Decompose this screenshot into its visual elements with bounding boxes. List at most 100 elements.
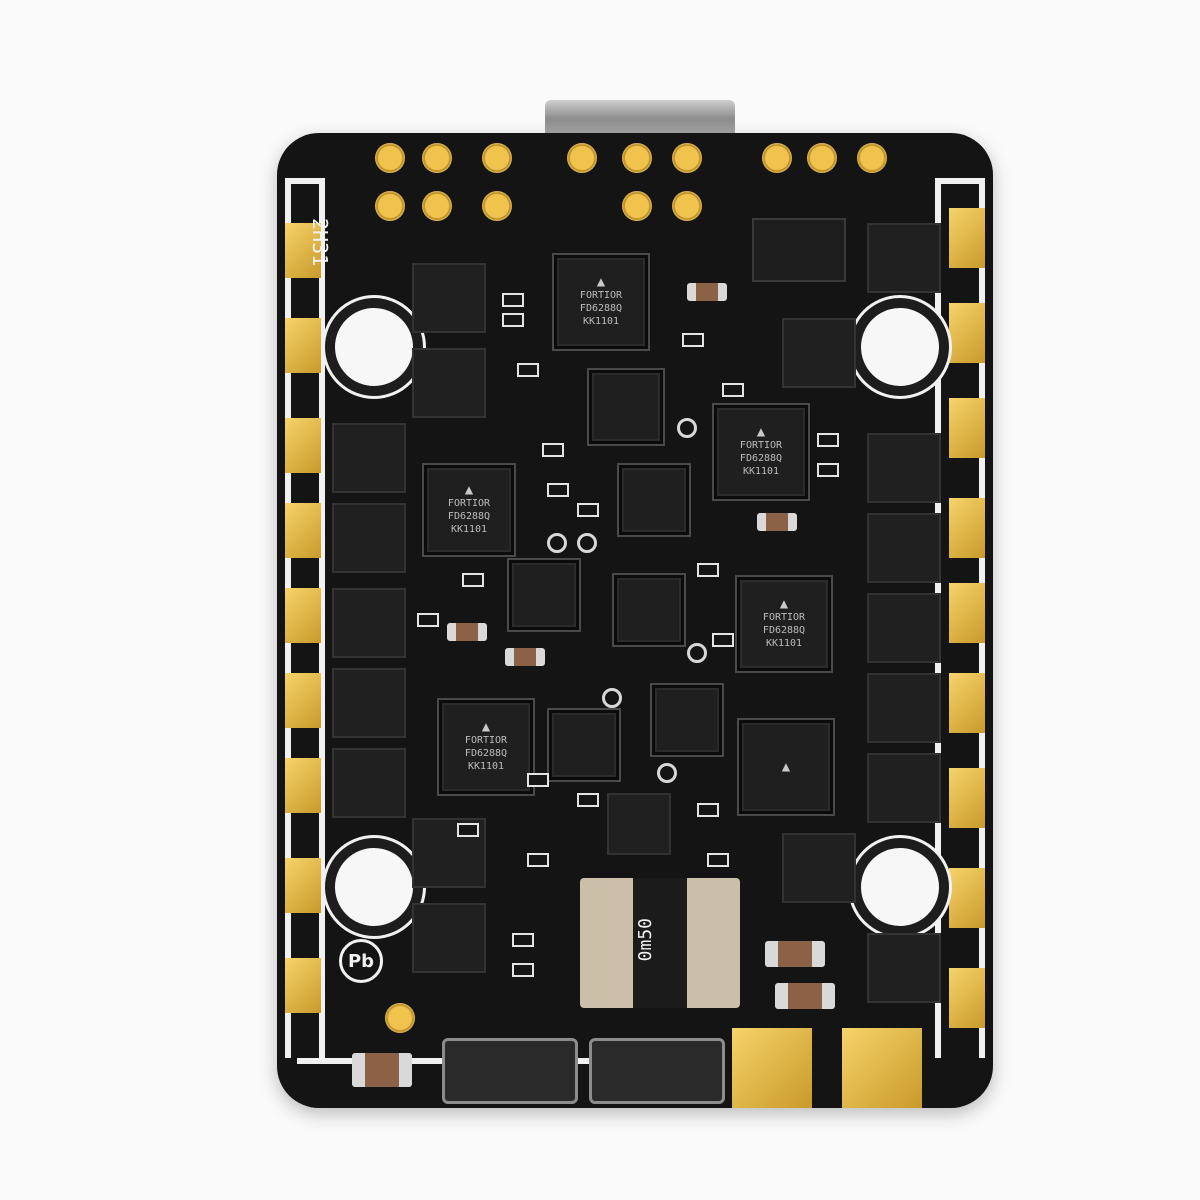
smd-resistor <box>417 613 439 627</box>
smd-resistor <box>817 463 839 477</box>
signal-pad <box>375 191 405 221</box>
mosfet <box>412 903 486 973</box>
fortior-logo-icon: ▲ <box>596 274 606 290</box>
mounting-hole <box>851 298 949 396</box>
mosfet <box>867 593 941 663</box>
motor-pad <box>285 958 321 1013</box>
test-via <box>677 418 697 438</box>
signal-pad <box>622 143 652 173</box>
motor-pad <box>949 498 985 558</box>
mounting-hole <box>325 838 423 936</box>
battery-pad-negative <box>842 1028 922 1108</box>
silk-edge-left-top <box>285 178 325 184</box>
fortior-controller-chip: ▲ FORTIOR FD6288Q KK1101 <box>442 703 530 791</box>
board-id-silkscreen: 2H31 <box>308 218 332 267</box>
motor-pad <box>285 858 321 913</box>
battery-pad-positive <box>732 1028 812 1108</box>
smd-resistor <box>697 563 719 577</box>
chip-brand: FORTIOR <box>447 498 491 509</box>
gate-driver-chip <box>552 713 616 777</box>
fortior-controller-chip: ▲ FORTIOR FD6288Q KK1101 <box>427 468 511 552</box>
fortior-logo-icon: ▲ <box>464 482 474 498</box>
smd-resistor <box>817 433 839 447</box>
test-via <box>602 688 622 708</box>
shunt-marking: 0m50 <box>635 918 656 962</box>
mosfet <box>867 433 941 503</box>
motor-pad <box>949 398 985 458</box>
fortior-controller-chip: ▲ FORTIOR FD6288Q KK1101 <box>717 408 805 496</box>
voltage-regulator <box>752 218 846 282</box>
ceramic-capacitor <box>447 623 487 641</box>
chip-code: KK1101 <box>742 466 780 477</box>
silk-edge-left-inner <box>319 178 325 1058</box>
motor-pad <box>949 208 985 268</box>
chip-code: KK1101 <box>467 761 505 772</box>
mounting-hole <box>851 838 949 936</box>
smd-resistor <box>577 503 599 517</box>
signal-pad <box>857 143 887 173</box>
motor-pad <box>949 868 985 928</box>
ceramic-capacitor <box>687 283 727 301</box>
mosfet <box>782 318 856 388</box>
chip-part: FD6288Q <box>739 453 783 464</box>
smd-resistor <box>502 293 524 307</box>
signal-pad <box>422 143 452 173</box>
mounting-hole <box>325 298 423 396</box>
gate-driver-chip <box>655 688 719 752</box>
motor-pad <box>949 583 985 643</box>
chip-brand: FORTIOR <box>579 290 623 301</box>
motor-pad <box>949 673 985 733</box>
test-via <box>687 643 707 663</box>
chip-part: FD6288Q <box>447 511 491 522</box>
motor-pad <box>949 968 985 1028</box>
chip-part: FD6288Q <box>464 748 508 759</box>
signal-pad <box>807 143 837 173</box>
mosfet <box>332 748 406 818</box>
motor-pad <box>285 673 321 728</box>
mosfet <box>332 503 406 573</box>
chip-code: KK1101 <box>582 316 620 327</box>
smd-resistor <box>512 933 534 947</box>
mosfet <box>332 668 406 738</box>
ceramic-capacitor <box>775 983 835 1009</box>
ceramic-capacitor <box>505 648 545 666</box>
signal-pad <box>762 143 792 173</box>
mosfet <box>782 833 856 903</box>
mosfet <box>867 223 941 293</box>
ceramic-capacitor <box>765 941 825 967</box>
mosfet <box>332 423 406 493</box>
chip-part: FD6288Q <box>579 303 623 314</box>
fortior-logo-icon: ▲ <box>756 424 766 440</box>
silk-edge-right-top <box>935 178 985 184</box>
motor-pad <box>285 223 321 278</box>
signal-pad <box>482 143 512 173</box>
smd-resistor <box>682 333 704 347</box>
current-shunt <box>580 878 740 1008</box>
fortior-logo-icon: ▲ <box>781 758 791 775</box>
gate-driver-chip <box>512 563 576 627</box>
smd-resistor <box>707 853 729 867</box>
lead-free-mark: Pb <box>339 939 383 983</box>
signal-pad <box>375 143 405 173</box>
signal-pad <box>672 191 702 221</box>
smd-resistor <box>502 313 524 327</box>
motor-pad <box>285 758 321 813</box>
smd-resistor <box>542 443 564 457</box>
mosfet <box>867 673 941 743</box>
smd-resistor <box>527 773 549 787</box>
diode <box>442 1038 578 1104</box>
motor-pad <box>949 768 985 828</box>
mosfet <box>412 348 486 418</box>
chip-brand: FORTIOR <box>762 612 806 623</box>
fortior-controller-chip: ▲ FORTIOR FD6288Q KK1101 <box>557 258 645 346</box>
motor-pad <box>285 418 321 473</box>
chip-brand: FORTIOR <box>739 440 783 451</box>
signal-pad <box>385 1003 415 1033</box>
mosfet <box>867 513 941 583</box>
motor-pad <box>285 318 321 373</box>
mosfet <box>412 263 486 333</box>
gate-driver-chip <box>617 578 681 642</box>
signal-pad <box>422 191 452 221</box>
smd-resistor <box>722 383 744 397</box>
signal-pad <box>482 191 512 221</box>
